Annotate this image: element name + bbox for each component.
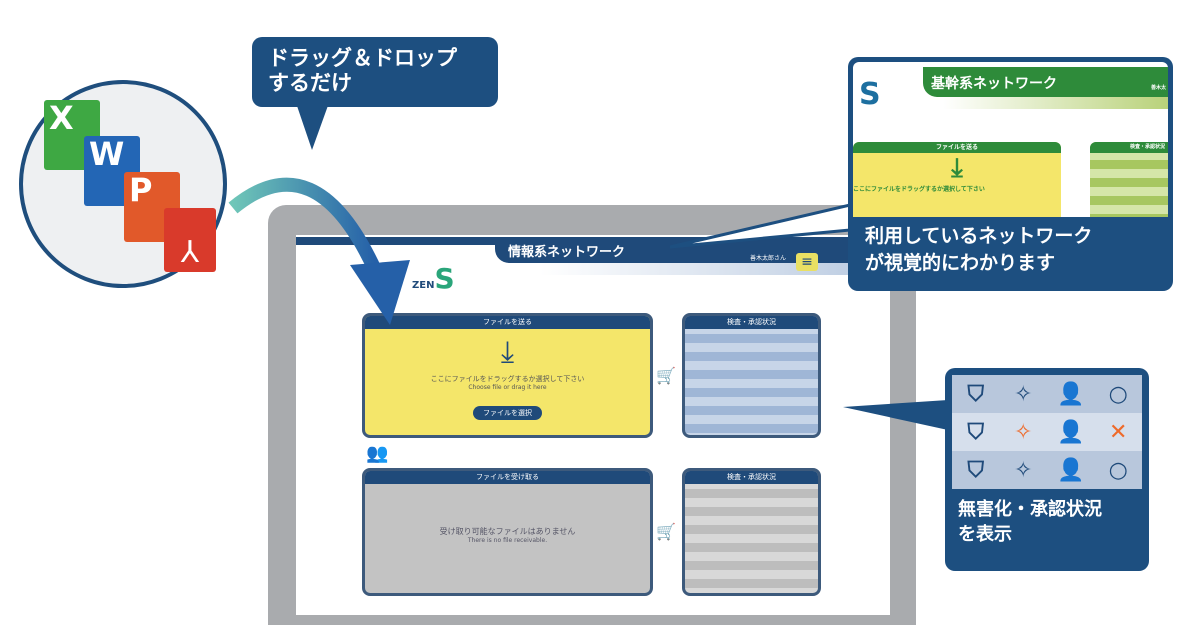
download-icon: ⤓ [951,153,963,183]
network-title: 情報系ネットワーク [508,245,626,260]
receive-header: ファイルを受け取る [365,471,650,484]
user-name: 善木太郎さん [750,255,787,262]
circle-ok-icon: ○ [1108,381,1128,407]
cart-icon: 🛒 [656,366,676,385]
inset-status-header: 検査・承認状況 [1090,142,1168,153]
network-callout: 基幹系ネットワーク 善木太 S ファイルを送る ⤓ ここにファイルをドラッグする… [848,57,1173,291]
status-row: ⛉ ✧ 👤 ○ [952,451,1142,489]
inset-send-header: ファイルを送る [853,142,1061,153]
drag-arrow-icon [228,177,410,325]
inset-logo: S [859,77,881,112]
select-file-button[interactable]: ファイルを選択 [473,406,542,420]
inset-user-name: 善木太 [1150,85,1166,91]
shield-check-icon: ⛉ [967,457,984,483]
status-row: ⛉ ✧ 👤 ✕ [952,413,1142,451]
send-panel[interactable]: ファイルを送る ⤓ ここにファイルをドラッグするか選択して下さい Choose … [362,313,653,438]
inset-screen: 基幹系ネットワーク 善木太 S ファイルを送る ⤓ ここにファイルをドラッグする… [853,62,1168,217]
receive-empty-en: There is no file receivable. [467,537,548,544]
send-header: ファイルを送る [365,316,650,329]
status-icon-grid: ⛉ ✧ 👤 ○ ⛉ ✧ 👤 ✕ ⛉ ✧ 👤 ○ [952,375,1142,489]
status-header: 検査・承認状況 [685,316,818,329]
status-panel-send: 検査・承認状況 [682,313,821,438]
menu-button[interactable]: ≡ [796,253,818,271]
pdf-file-icon: ⅄ [164,208,216,272]
cart-icon: 🛒 [656,522,676,541]
receive-empty: 受け取り可能なファイルはありません [439,527,576,536]
sparkle-check-icon: ✧ [1014,457,1033,483]
status-row: ⛉ ✧ 👤 ○ [952,375,1142,413]
download-icon: ⤓ [500,335,515,370]
users-icon: 👥 [366,443,389,464]
sparkle-check-icon: ✧ [1014,381,1033,407]
status-callout: ⛉ ✧ 👤 ○ ⛉ ✧ 👤 ✕ ⛉ ✧ 👤 ○ 無害化・承認状況 を表示 [945,368,1149,571]
cross-icon: ✕ [1109,419,1128,445]
network-callout-text: 利用しているネットワーク が視覚的にわかります [865,225,1093,274]
status-callout-text: 無害化・承認状況 を表示 [958,499,1102,545]
send-instruction-en: Choose file or drag it here [468,384,547,391]
inset-instruction: ここにファイルをドラッグするか選択して下さい [853,186,985,193]
zens-logo: ZENS [412,262,455,295]
status-panel-receive: 検査・承認状況 [682,468,821,596]
inset-network-title: 基幹系ネットワーク [931,76,1057,92]
status-header: 検査・承認状況 [685,471,818,484]
excel-file-icon: X [44,100,100,170]
receive-panel: ファイルを受け取る 受け取り可能なファイルはありません There is no … [362,468,653,596]
user-check-icon: 👤 [1057,381,1085,407]
circle-ok-icon: ○ [1108,457,1128,483]
user-check-icon: 👤 [1057,457,1085,483]
send-instruction: ここにファイルをドラッグするか選択して下さい [430,375,585,383]
shield-check-icon: ⛉ [967,419,984,445]
title-gradient [540,263,890,275]
user-error-icon: 👤 [1057,419,1085,445]
callout-tail [669,203,852,249]
drag-drop-callout: ドラッグ＆ドロップ するだけ [252,37,498,107]
callout-tail [843,400,948,430]
callout-tail [295,100,330,150]
sparkle-error-icon: ✧ [1014,419,1033,445]
shield-check-icon: ⛉ [967,381,984,407]
